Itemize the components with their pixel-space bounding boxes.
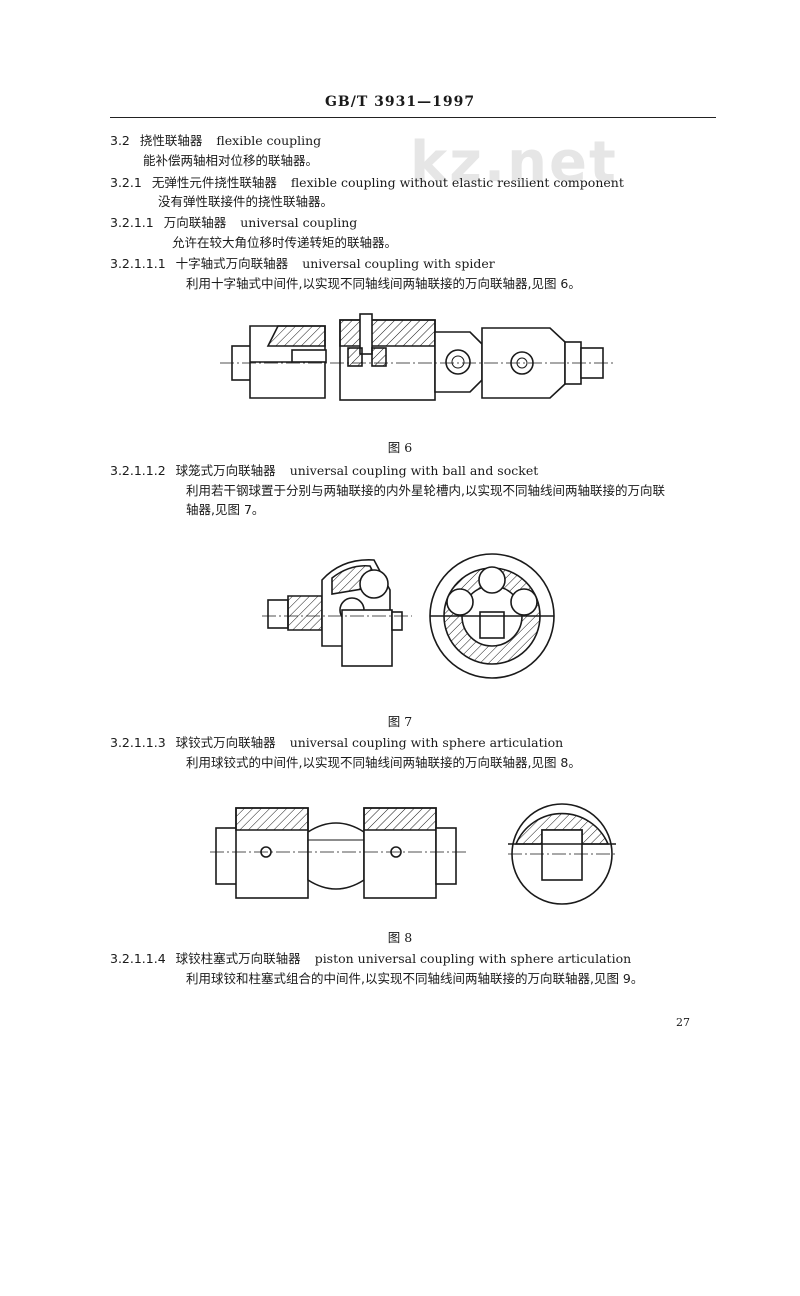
term-zh: 无弹性元件挠性联轴器 <box>151 175 277 190</box>
right-shaft <box>435 827 457 885</box>
sphere-joint <box>307 822 365 890</box>
term-en: piston universal coupling with sphere ar… <box>314 951 632 966</box>
term-en: flexible coupling <box>216 133 322 148</box>
section-3-2-desc: 能补偿两轴相对位移的联轴器。 <box>143 153 319 168</box>
term-zh: 球铰柱塞式万向联轴器 <box>175 951 301 966</box>
figure-7-drawing <box>262 553 555 679</box>
section-3-2-1-desc: 没有弹性联接件的挠性联轴器。 <box>158 194 334 209</box>
term-zh: 万向联轴器 <box>163 215 227 230</box>
section-3-2-1-1-2-desc: 利用若干钢球置于分别与两轴联接的内外星轮槽内,以实现不同轴线间两轴联接的万向联 <box>186 483 665 498</box>
term-zh: 十字轴式万向联轴器 <box>175 256 289 271</box>
figure-8-caption: 图 8 <box>387 930 413 945</box>
section-number: 3.2.1.1.2 <box>110 463 166 478</box>
figure-8-drawing <box>210 803 616 905</box>
left-shaft <box>215 827 239 885</box>
section-number: 3.2.1 <box>110 175 142 190</box>
section-number: 3.2.1.1.1 <box>110 256 166 271</box>
term-en: universal coupling with sphere articulat… <box>289 735 564 750</box>
section-3-2-1-1-1-desc: 利用十字轴式中间件,以实现不同轴线间两轴联接的万向联轴器,见图 6。 <box>186 276 581 291</box>
figure-7-caption: 图 7 <box>387 714 413 729</box>
section-3-2-1-1-title: 3.2.1.1 万向联轴器 universal coupling <box>110 212 357 231</box>
section-number: 3.2 <box>110 133 130 148</box>
section-3-2-1-title: 3.2.1 无弹性元件挠性联轴器 flexible coupling without… <box>110 172 624 191</box>
term-en: universal coupling <box>240 215 358 230</box>
section-number: 3.2.1.1.3 <box>110 735 166 750</box>
section-number: 3.2.1.1.4 <box>110 951 166 966</box>
section-3-2-title: 3.2 挠性联轴器 flexible coupling <box>110 130 321 149</box>
page-number: 27 <box>676 1016 690 1029</box>
term-en: flexible coupling without elastic resili… <box>290 175 624 190</box>
term-en: universal coupling with ball and socket <box>289 463 539 478</box>
end-view-ball-left <box>446 588 474 616</box>
end-view-ball-right <box>510 588 538 616</box>
term-zh: 球笼式万向联轴器 <box>175 463 276 478</box>
figure-6-drawing <box>220 313 615 401</box>
cross-pin-left <box>445 349 471 375</box>
section-3-2-1-1-2-title: 3.2.1.1.2 球笼式万向联轴器 universal coupling with… <box>110 460 538 479</box>
end-view-ball-top <box>478 566 506 594</box>
section-3-2-1-1-4-desc: 利用球铰和柱塞式组合的中间件,以实现不同轴线间两轴联接的万向联轴器,见图 9。 <box>186 971 644 986</box>
section-number: 3.2.1.1 <box>110 215 154 230</box>
standard-header: GB/T 3931—1997 <box>324 94 476 110</box>
end-view-bore <box>541 829 583 881</box>
section-3-2-1-1-4-title: 3.2.1.1.4 球铰柱塞式万向联轴器 piston universal coup… <box>110 948 631 967</box>
inner-race <box>341 609 393 667</box>
term-en: universal coupling with spider <box>302 256 495 271</box>
term-zh: 挠性联轴器 <box>139 133 203 148</box>
left-shaft <box>267 599 289 629</box>
section-3-2-1-1-2-desc-cont: 轴器,见图 7。 <box>186 502 265 517</box>
term-zh: 球铰式万向联轴器 <box>175 735 276 750</box>
watermark: kz.net <box>410 130 618 195</box>
header-rule <box>110 117 716 118</box>
section-3-2-1-1-3-title: 3.2.1.1.3 球铰式万向联轴器 universal coupling with… <box>110 732 563 751</box>
steel-ball-top <box>359 569 389 599</box>
section-3-2-1-1-desc: 允许在较大角位移时传递转矩的联轴器。 <box>172 235 398 250</box>
section-3-2-1-1-1-title: 3.2.1.1.1 十字轴式万向联轴器 universal coupling wit… <box>110 253 495 272</box>
figure-6-caption: 图 6 <box>387 440 413 455</box>
section-3-2-1-1-3-desc: 利用球铰式的中间件,以实现不同轴线间两轴联接的万向联轴器,见图 8。 <box>186 755 581 770</box>
